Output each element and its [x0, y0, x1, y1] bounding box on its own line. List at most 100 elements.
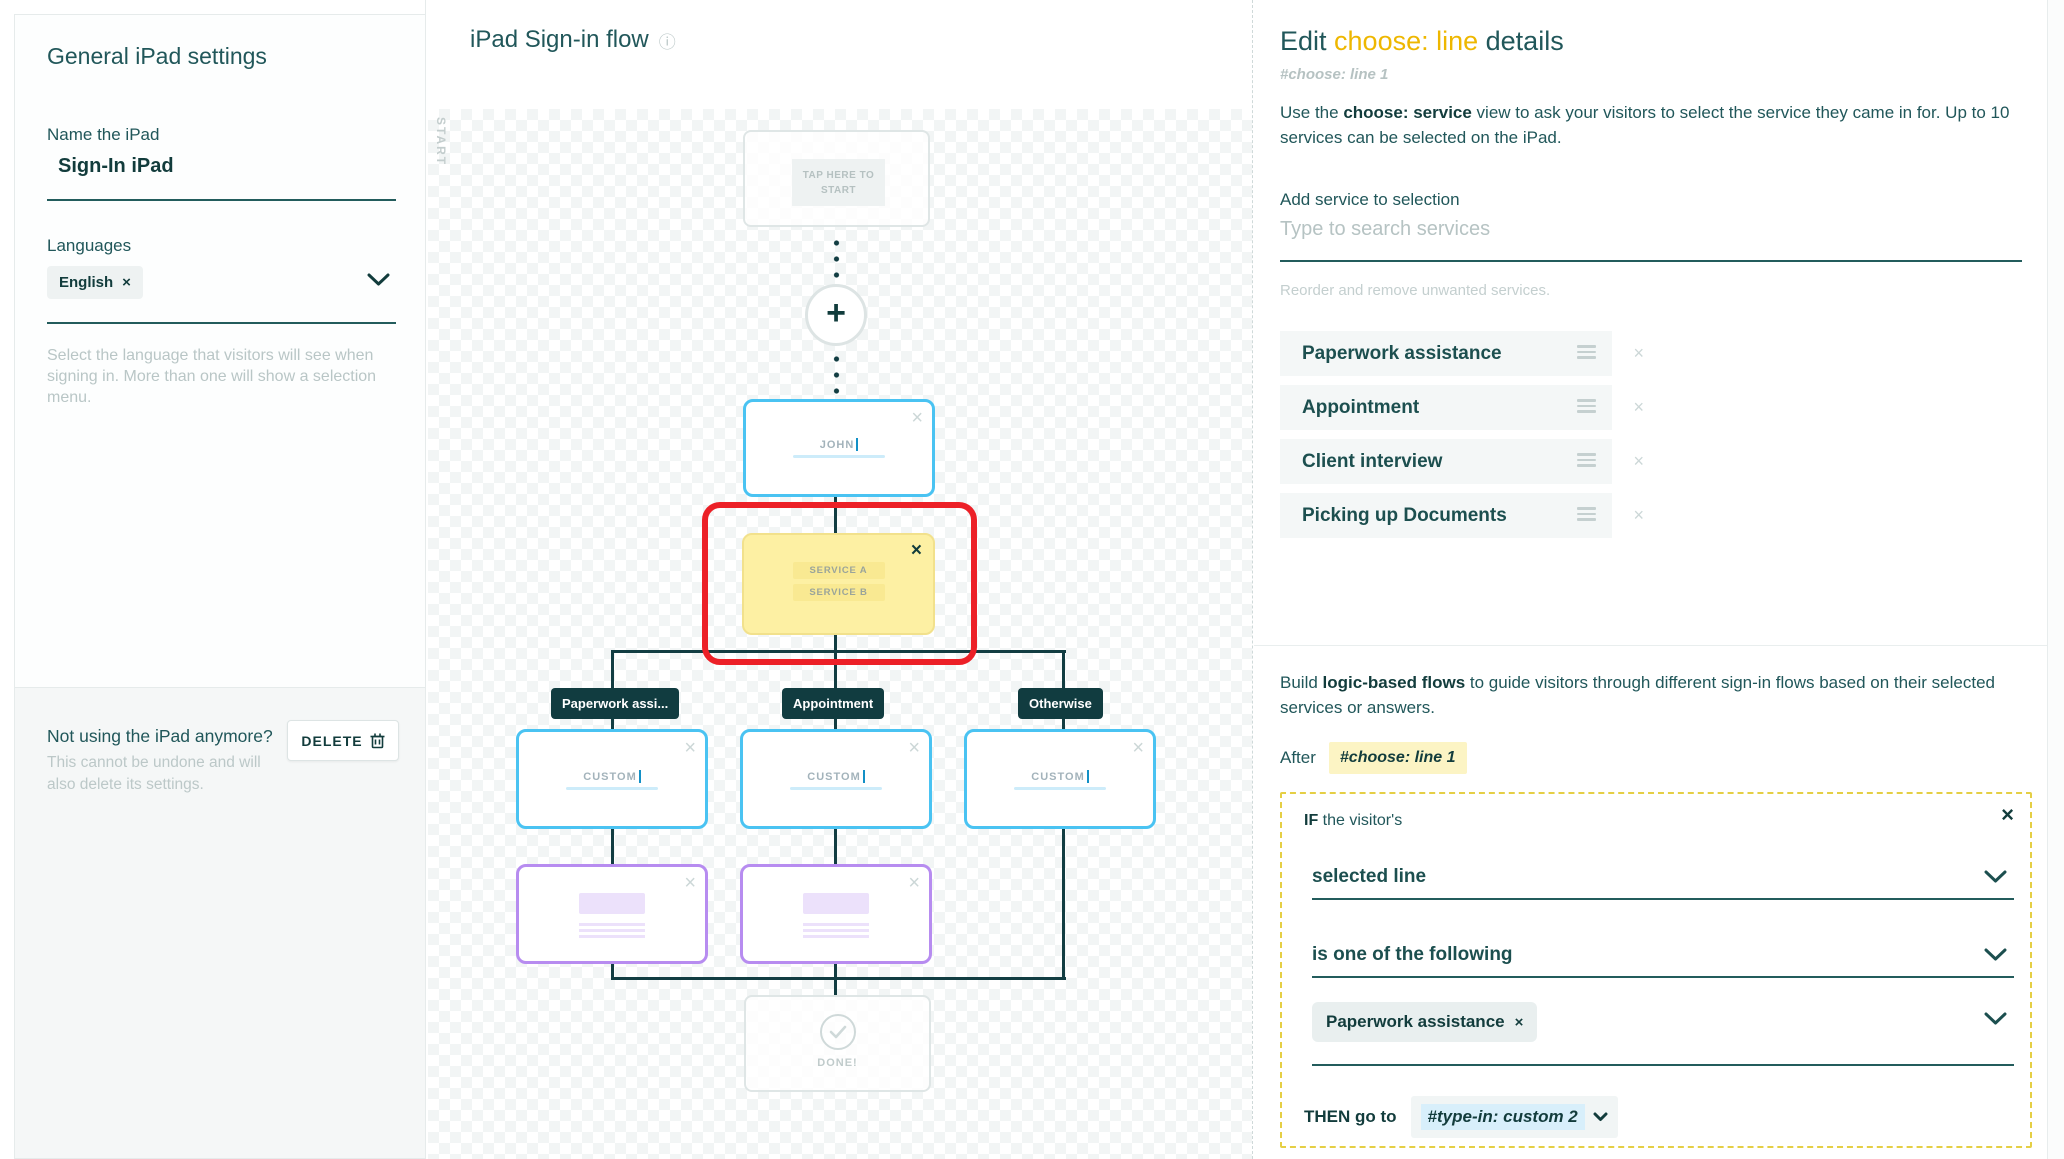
name-label: Name the iPad: [47, 125, 160, 144]
then-row: THEN go to #type-in: custom 2: [1304, 1096, 1618, 1138]
condition-value-chip[interactable]: Paperwork assistance ×: [1312, 1002, 1538, 1042]
general-settings-card: General iPad settings Name the iPad Sign…: [14, 14, 426, 688]
scrollbar-track[interactable]: [2047, 0, 2064, 1159]
connector: [834, 827, 837, 865]
languages-label: Languages: [47, 236, 132, 255]
content-node-2[interactable]: ×: [740, 864, 932, 964]
placeholder-line: [579, 923, 645, 926]
after-row: After #choose: line 1: [1280, 742, 1467, 774]
drag-handle-icon[interactable]: [1577, 507, 1596, 524]
close-icon[interactable]: ×: [908, 737, 920, 759]
title-highlight: choose: line: [1334, 26, 1479, 56]
delete-button[interactable]: DELETE: [287, 720, 399, 761]
done-node[interactable]: DONE!: [744, 995, 931, 1092]
custom-node-1[interactable]: × CUSTOM: [516, 729, 708, 829]
placeholder-line: [579, 929, 645, 932]
type-in-value[interactable]: JOHN: [819, 438, 855, 451]
info-icon[interactable]: ⓘ: [658, 32, 676, 52]
remove-language-icon[interactable]: ×: [122, 274, 131, 291]
flow-title: iPad Sign-in flow ⓘ: [470, 26, 676, 54]
service-option-a: SERVICE A: [792, 562, 885, 579]
connector: [834, 633, 837, 652]
delete-button-label: DELETE: [301, 732, 363, 749]
add-service-label: Add service to selection: [1280, 190, 1460, 209]
custom-value[interactable]: CUSTOM: [1031, 770, 1085, 783]
input-underline: [566, 787, 658, 790]
input-underline: [793, 455, 885, 458]
delete-section: Not using the iPad anymore? This cannot …: [14, 688, 426, 1159]
branch-label-otherwise[interactable]: Otherwise: [1018, 688, 1103, 719]
remove-service-icon[interactable]: ×: [1633, 451, 1644, 471]
custom-value[interactable]: CUSTOM: [583, 770, 637, 783]
add-step-button[interactable]: +: [805, 284, 867, 346]
close-icon[interactable]: ×: [684, 872, 696, 894]
close-icon[interactable]: ×: [1132, 737, 1144, 759]
service-row: Paperwork assistance ×: [1280, 331, 1644, 376]
delete-section-title: Not using the iPad anymore?: [47, 726, 273, 746]
remove-service-icon[interactable]: ×: [1633, 343, 1644, 363]
text-cursor: [1086, 770, 1089, 783]
choose-service-node[interactable]: × SERVICE A SERVICE B: [742, 533, 935, 635]
then-target-select[interactable]: #type-in: custom 2: [1410, 1096, 1618, 1138]
dropdown-underline: [1312, 976, 2014, 978]
chevron-down-icon[interactable]: [1984, 1012, 2007, 1026]
chevron-down-icon[interactable]: [367, 273, 390, 287]
custom-node-3[interactable]: × CUSTOM: [964, 729, 1156, 829]
connector: [611, 962, 614, 980]
if-condition-label: IF the visitor's: [1304, 812, 1403, 829]
remove-value-icon[interactable]: ×: [1514, 1013, 1524, 1031]
logic-rule-card: IF the visitor's × selected line is one …: [1280, 792, 2032, 1148]
close-rule-icon[interactable]: ×: [2001, 802, 2014, 827]
reorder-note: Reorder and remove unwanted services.: [1280, 282, 1551, 299]
content-node-1[interactable]: ×: [516, 864, 708, 964]
logic-description: Build logic-based flows to guide visitor…: [1280, 673, 1995, 717]
text-cursor: [856, 438, 859, 451]
custom-value[interactable]: CUSTOM: [807, 770, 861, 783]
input-underline: [790, 787, 882, 790]
close-icon[interactable]: ×: [908, 872, 920, 894]
chevron-down-icon[interactable]: [1984, 870, 2007, 884]
flow-title-text: iPad Sign-in flow: [470, 26, 649, 53]
settings-title: General iPad settings: [47, 43, 267, 69]
condition-field-dropdown[interactable]: selected line: [1312, 866, 1427, 887]
branch-label-appointment[interactable]: Appointment: [782, 688, 885, 719]
merge-line: [611, 977, 1066, 980]
condition-value-label: Paperwork assistance: [1326, 1012, 1505, 1031]
type-in-node-john[interactable]: × JOHN: [743, 399, 935, 497]
drag-handle-icon[interactable]: [1577, 345, 1596, 362]
language-chip[interactable]: English ×: [47, 266, 143, 299]
service-search-input[interactable]: [1280, 218, 2022, 241]
service-name: Appointment: [1302, 396, 1420, 418]
condition-operator-dropdown[interactable]: is one of the following: [1312, 944, 1513, 965]
details-panel: Edit choose: line details #choose: line …: [1254, 0, 2064, 1159]
close-icon[interactable]: ×: [684, 737, 696, 759]
panel-divider: [1254, 645, 2064, 646]
remove-service-icon[interactable]: ×: [1633, 505, 1644, 525]
close-icon[interactable]: ×: [910, 540, 922, 561]
ipad-name-input[interactable]: Sign-In iPad: [58, 155, 174, 177]
after-step-chip[interactable]: #choose: line 1: [1328, 742, 1467, 774]
service-row: Appointment ×: [1280, 385, 1644, 430]
remove-service-icon[interactable]: ×: [1633, 397, 1644, 417]
dropdown-underline: [1312, 898, 2014, 900]
close-icon[interactable]: ×: [911, 407, 923, 429]
custom-node-2[interactable]: × CUSTOM: [740, 729, 932, 829]
placeholder-line: [803, 923, 869, 926]
delete-section-note: This cannot be undone and will also dele…: [47, 754, 261, 793]
search-underline: [1280, 260, 2022, 262]
details-title: Edit choose: line details: [1280, 26, 1564, 56]
then-target-value: #type-in: custom 2: [1420, 1104, 1585, 1130]
connector: [834, 497, 837, 535]
drag-handle-icon[interactable]: [1577, 453, 1596, 470]
details-description: Use the choose: service view to ask your…: [1280, 103, 2010, 147]
drag-handle-icon[interactable]: [1577, 399, 1596, 416]
chevron-down-icon[interactable]: [1984, 948, 2007, 962]
settings-column: General iPad settings Name the iPad Sign…: [0, 0, 426, 1159]
branch-label-paperwork[interactable]: Paperwork assi...: [551, 688, 680, 719]
text-cursor: [638, 770, 641, 783]
plus-icon: +: [826, 293, 846, 332]
